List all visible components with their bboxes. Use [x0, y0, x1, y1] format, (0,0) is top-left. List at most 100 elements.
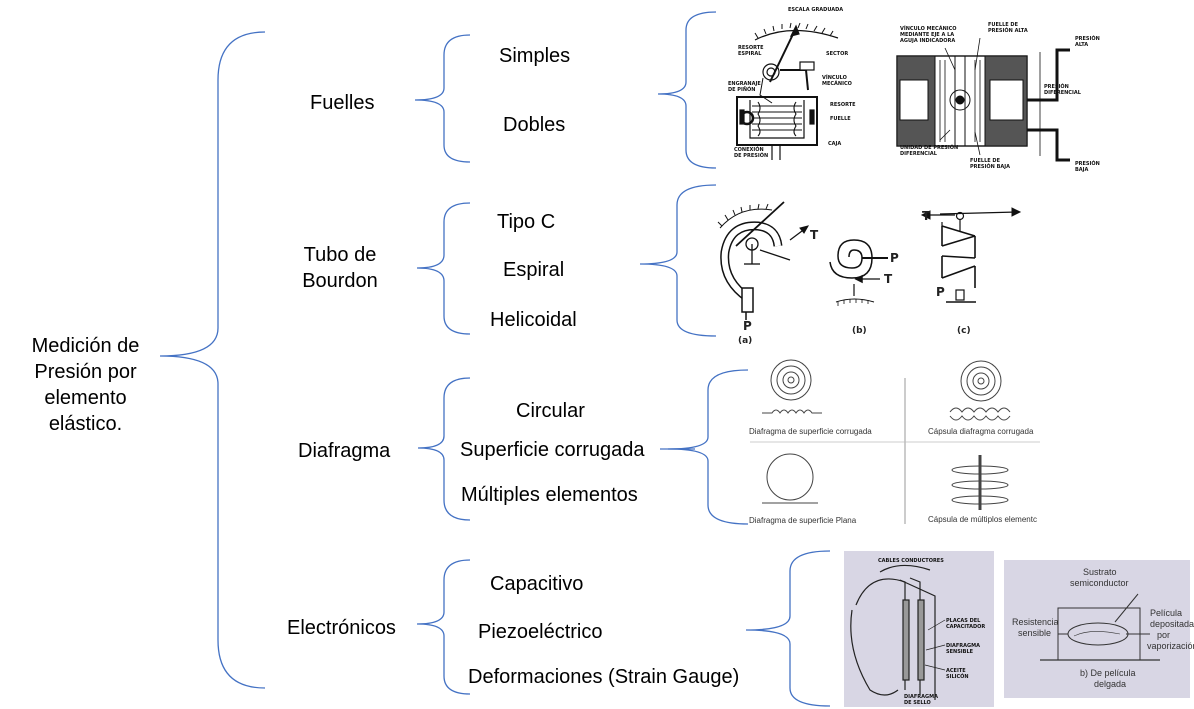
category-fuelles: Fuelles: [310, 92, 375, 114]
svg-text:T: T: [922, 209, 931, 223]
svg-text:ESPIRAL: ESPIRAL: [738, 51, 762, 57]
svg-text:PRESIÓN ALTA: PRESIÓN ALTA: [988, 27, 1028, 34]
diafragma-captions: Diafragma de superficie corrugada Cápsul…: [749, 427, 1037, 525]
bourdon-labels: P T P T T P (a) (b) (c): [738, 209, 971, 346]
svg-text:b) De película: b) De película: [1080, 668, 1136, 678]
svg-text:UNIDAD DE PRESIÓN: UNIDAD DE PRESIÓN: [900, 144, 958, 151]
svg-text:DE PIÑÓN: DE PIÑÓN: [728, 86, 755, 93]
svg-text:por: por: [1157, 630, 1170, 640]
svg-text:Resistencia: Resistencia: [1012, 617, 1059, 627]
svg-text:ENGRANAJE: ENGRANAJE: [728, 81, 761, 87]
svg-text:CONEXIÓN: CONEXIÓN: [734, 146, 764, 153]
capacitivo-labels: CABLES CONDUCTORES PLACAS DEL CAPACITADO…: [878, 558, 985, 706]
root-label-line: elástico.: [48, 413, 123, 435]
svg-text:ESCALA GRADUADA: ESCALA GRADUADA: [788, 7, 843, 13]
item-multiples-elementos: Múltiples elementos: [461, 484, 638, 506]
svg-text:P: P: [936, 285, 945, 299]
svg-text:T: T: [810, 228, 819, 242]
svg-text:VÍNCULO MECÁNICO: VÍNCULO MECÁNICO: [900, 24, 957, 32]
bourdon-espiral-figure: [829, 239, 888, 306]
category-bourdon-line: Bourdon: [302, 270, 378, 292]
electronicos-bracket: [416, 559, 471, 695]
svg-text:MEDIANTE EJE A LA: MEDIANTE EJE A LA: [900, 32, 954, 38]
svg-text:PRESIÓN: PRESIÓN: [1075, 160, 1100, 167]
item-circular: Circular: [516, 400, 585, 422]
diafragma-figure-bracket: [667, 369, 749, 525]
svg-text:(b): (b): [852, 326, 867, 336]
svg-text:DIAFRAGMA: DIAFRAGMA: [946, 643, 980, 649]
category-diafragma: Diafragma: [298, 440, 391, 462]
svg-text:FUELLE: FUELLE: [830, 116, 851, 122]
svg-text:Sustrato: Sustrato: [1083, 567, 1117, 577]
item-superficie-corrugada: Superficie corrugada: [460, 439, 645, 461]
svg-text:SECTOR: SECTOR: [826, 51, 848, 57]
svg-text:Cápsula de múltiplos elementc: Cápsula de múltiplos elementc: [928, 515, 1037, 524]
fuelle-doble-labels: VÍNCULO MECÁNICO MEDIANTE EJE A LA AGUJA…: [900, 22, 1100, 173]
svg-text:VÍNCULO: VÍNCULO: [822, 73, 847, 81]
svg-text:delgada: delgada: [1094, 679, 1126, 689]
bourdon-helicoidal-figure: [920, 207, 1022, 303]
root-label: Medición de Presión por elemento elástic…: [8, 333, 163, 437]
svg-text:FUELLE DE: FUELLE DE: [970, 158, 1001, 164]
diafragma-figure: [750, 359, 1040, 524]
svg-text:vaporización: vaporización: [1147, 641, 1194, 651]
svg-text:semiconductor: semiconductor: [1070, 578, 1129, 588]
fuelles-figure-bracket: [657, 11, 717, 169]
svg-text:T: T: [884, 272, 893, 286]
svg-text:SENSIBLE: SENSIBLE: [946, 649, 974, 655]
svg-text:P: P: [743, 319, 752, 333]
item-helicoidal: Helicoidal: [490, 309, 577, 331]
category-bourdon: Tubo de Bourdon: [290, 242, 390, 294]
svg-text:BAJA: BAJA: [1075, 167, 1089, 173]
fuelle-doble-figure: [896, 37, 1070, 162]
svg-text:Diafragma de superficie corrug: Diafragma de superficie corrugada: [749, 427, 872, 436]
bourdon-figure-bracket: [639, 184, 717, 337]
item-capacitivo: Capacitivo: [490, 573, 584, 595]
bourdon-c-figure: [717, 201, 810, 320]
svg-text:(a): (a): [738, 336, 752, 346]
svg-text:DIFERENCIAL: DIFERENCIAL: [1044, 90, 1082, 96]
diafragma-bracket: [417, 377, 471, 521]
svg-text:PRESIÓN BAJA: PRESIÓN BAJA: [970, 163, 1010, 170]
item-tipo-c: Tipo C: [497, 211, 556, 233]
bourdon-bracket: [416, 202, 471, 335]
svg-text:SILICÓN: SILICÓN: [946, 673, 969, 680]
svg-text:FUELLE DE: FUELLE DE: [988, 22, 1019, 28]
svg-text:CAJA: CAJA: [828, 141, 841, 147]
item-strain-gauge: Deformaciones (Strain Gauge): [468, 666, 740, 688]
svg-text:Película: Película: [1150, 608, 1182, 618]
item-espiral: Espiral: [503, 259, 565, 281]
svg-text:P: P: [890, 251, 899, 265]
root-label-line: elemento: [44, 387, 127, 409]
root-bracket: [159, 31, 266, 689]
svg-text:DIFERENCIAL: DIFERENCIAL: [900, 151, 938, 157]
svg-text:sensible: sensible: [1018, 628, 1051, 638]
svg-text:CAPACITADOR: CAPACITADOR: [946, 624, 985, 630]
svg-text:MECÁNICO: MECÁNICO: [822, 80, 852, 87]
svg-text:PLACAS DEL: PLACAS DEL: [946, 618, 981, 624]
svg-text:PRESIÓN: PRESIÓN: [1044, 83, 1069, 90]
fuelle-simple-figure: [736, 22, 839, 160]
svg-text:RESORTE: RESORTE: [830, 102, 856, 108]
svg-text:DE PRESIÓN: DE PRESIÓN: [734, 152, 768, 159]
category-electronicos: Electrónicos: [287, 617, 396, 639]
item-dobles: Dobles: [503, 114, 566, 136]
svg-text:DE SELLO: DE SELLO: [904, 700, 931, 706]
root-label-line: Presión por: [34, 361, 137, 383]
capacitivo-figure: [844, 551, 994, 707]
svg-text:AGUJA INDICADORA: AGUJA INDICADORA: [900, 38, 955, 44]
electronicos-figure-bracket: [745, 550, 831, 707]
svg-text:Cápsula diafragma corrugada: Cápsula diafragma corrugada: [928, 427, 1034, 436]
svg-text:Diafragma de superficie Plana: Diafragma de superficie Plana: [749, 516, 857, 525]
root-label-line: Medición de: [31, 335, 140, 357]
svg-text:ACEITE: ACEITE: [946, 668, 966, 674]
item-simples: Simples: [499, 45, 571, 67]
svg-text:ALTA: ALTA: [1075, 42, 1088, 48]
fuelles-bracket: [414, 34, 471, 163]
category-bourdon-line: Tubo de: [303, 244, 377, 266]
item-piezoelectrico: Piezoeléctrico: [478, 621, 603, 643]
svg-text:CABLES CONDUCTORES: CABLES CONDUCTORES: [878, 558, 944, 564]
svg-text:RESORTE: RESORTE: [738, 45, 764, 51]
svg-text:(c): (c): [957, 326, 971, 336]
